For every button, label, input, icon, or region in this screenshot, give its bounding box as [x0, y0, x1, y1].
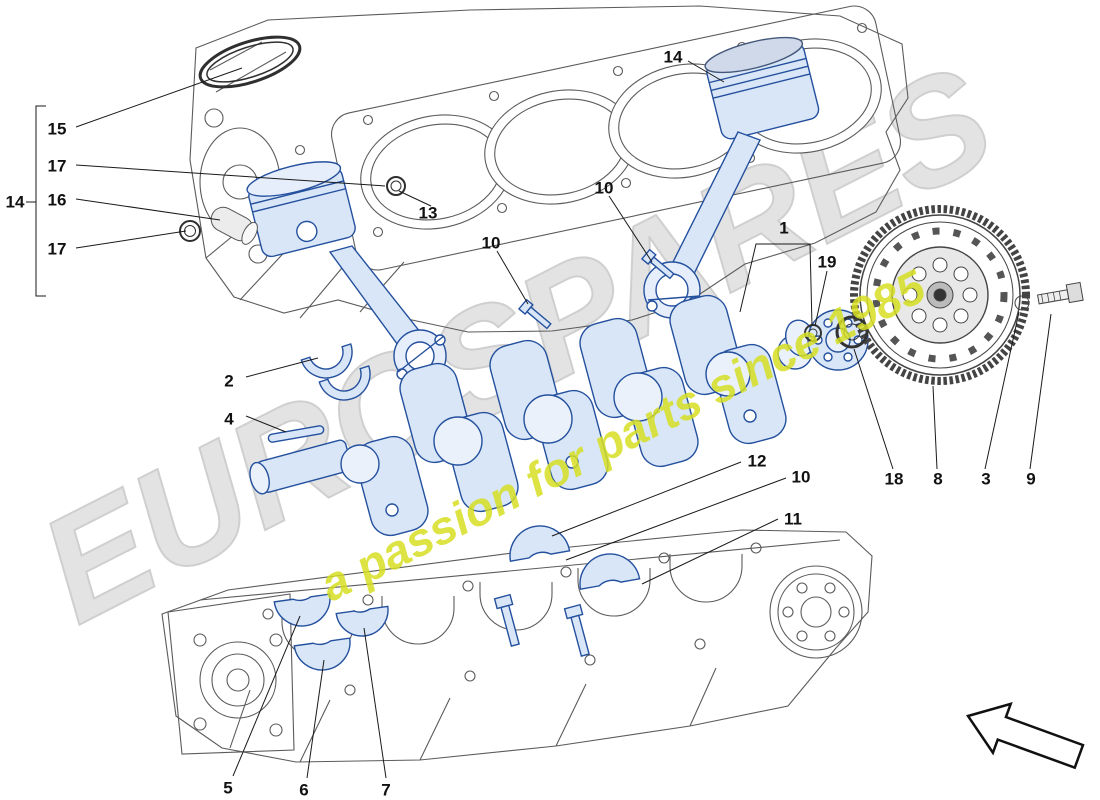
main-bearing-shells-upper — [267, 343, 371, 443]
callout-17: 17 — [47, 239, 67, 259]
direction-arrow — [965, 702, 1085, 770]
callout-4: 4 — [224, 409, 234, 429]
lower-crankcase-drawing — [161, 529, 873, 763]
piston-assembly-left — [246, 161, 447, 383]
callout-10: 10 — [481, 233, 501, 253]
callout-6: 6 — [299, 780, 309, 800]
callout-1: 1 — [779, 218, 789, 238]
callout-5: 5 — [223, 778, 233, 798]
main-bearing-shells-lower — [273, 593, 389, 671]
flywheel-bolt-drawing — [1014, 281, 1084, 311]
callout-14: 14 — [5, 192, 25, 212]
callout-17: 17 — [47, 156, 67, 176]
callout-14: 14 — [663, 47, 683, 67]
callout-15: 15 — [47, 119, 67, 139]
callout-9: 9 — [1026, 469, 1036, 489]
callout-3: 3 — [981, 469, 991, 489]
callout-12: 12 — [747, 451, 767, 471]
callout-10: 10 — [594, 178, 614, 198]
callout-2: 2 — [224, 371, 234, 391]
flywheel-drawing — [850, 205, 1030, 385]
crankshaft-drawing — [249, 294, 869, 537]
callout-7: 7 — [381, 780, 391, 800]
callout-8: 8 — [933, 469, 943, 489]
leader-lines — [26, 60, 1052, 779]
callout-16: 16 — [47, 190, 67, 210]
callout-10: 10 — [791, 467, 811, 487]
callout-11: 11 — [784, 509, 802, 529]
seal-ring-drawing — [804, 315, 869, 349]
callout-13: 13 — [418, 203, 438, 223]
piston-assembly-right — [517, 36, 820, 330]
callout-19: 19 — [817, 252, 837, 272]
bearing-caps-and-bolts — [493, 525, 641, 657]
callout-18: 18 — [884, 469, 904, 489]
piston-rings-and-pin — [179, 35, 406, 245]
